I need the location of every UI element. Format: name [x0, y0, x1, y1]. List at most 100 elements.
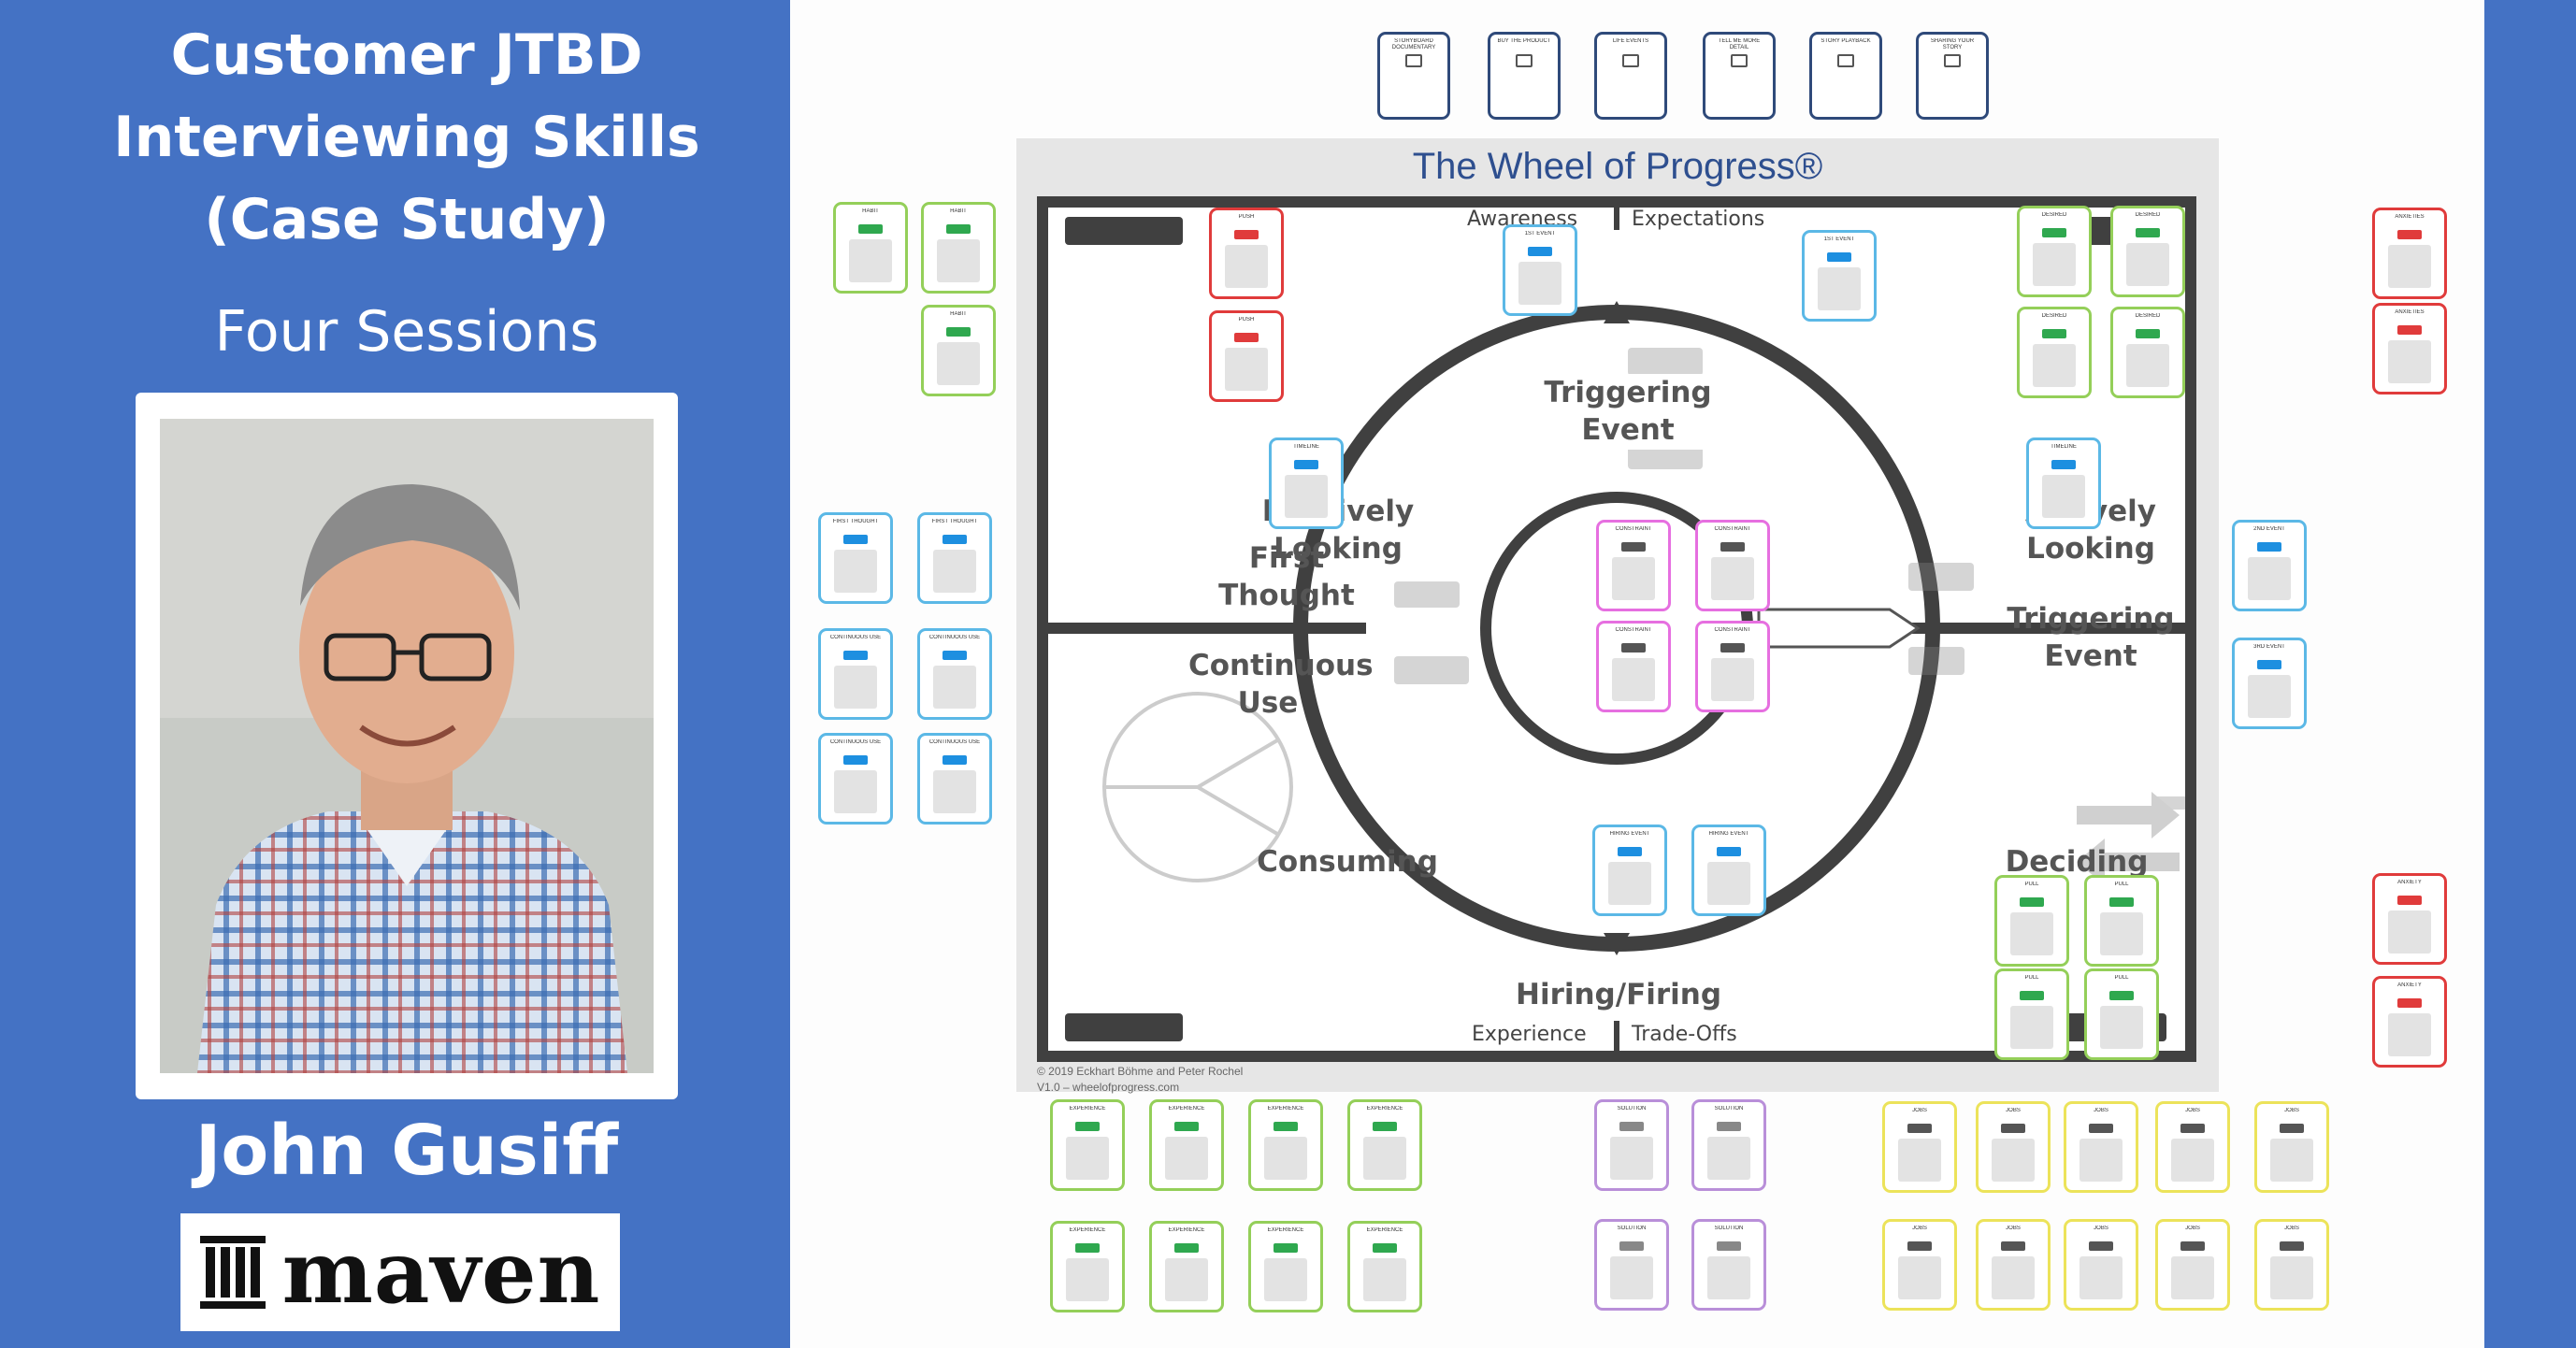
card-icon [1373, 1122, 1397, 1131]
jobs-card[interactable]: JOBS [2254, 1101, 2329, 1193]
navy-card[interactable]: LIFE EVENTS [1594, 32, 1667, 120]
card-content [1824, 73, 1867, 107]
first-thought-card[interactable]: FIRST THOUGHT [818, 512, 893, 604]
experience-card[interactable]: EXPERIENCE [1248, 1221, 1323, 1312]
card-icon [2397, 325, 2422, 335]
card-icon [1907, 1241, 1932, 1251]
card-title: JOBS [2284, 1108, 2299, 1113]
navy-card[interactable]: SHARING YOUR STORY [1916, 32, 1989, 120]
timeline-card[interactable]: TIMELINE [2026, 437, 2101, 529]
desired-card[interactable]: DESIRED [2017, 307, 2092, 398]
pull-card[interactable]: PULL [1994, 875, 2069, 967]
continuous-use-card[interactable]: CONTINUOUS USE [818, 733, 893, 825]
anxiety-card[interactable]: ANXIETY [2372, 976, 2447, 1068]
card-title: JOBS [2006, 1108, 2021, 1113]
navy-card[interactable]: TELL ME MORE DETAIL [1703, 32, 1776, 120]
constraint-card[interactable]: CONSTRAINT [1695, 621, 1770, 712]
constraint-card[interactable]: CONSTRAINT [1596, 621, 1671, 712]
solution-card[interactable]: SOLUTION [1691, 1219, 1766, 1311]
card-content [2248, 557, 2291, 600]
timeline-card[interactable]: TIMELINE [1269, 437, 1344, 529]
jobs-card[interactable]: JOBS [2064, 1219, 2138, 1311]
card-icon [946, 327, 971, 337]
card-content [1818, 267, 1861, 310]
push-card[interactable]: PUSH [1209, 310, 1284, 402]
jobs-card[interactable]: JOBS [2064, 1101, 2138, 1193]
anxiety-card[interactable]: ANXIETY [2372, 873, 2447, 965]
experience-card[interactable]: EXPERIENCE [1347, 1221, 1422, 1312]
experience-card[interactable]: EXPERIENCE [1050, 1221, 1125, 1312]
stage-label-hiring-firing: Hiring/Firing [1516, 976, 1721, 1014]
jobs-card[interactable]: JOBS [2155, 1101, 2230, 1193]
continuous-use-card[interactable]: CONTINUOUS USE [917, 733, 992, 825]
event-card[interactable]: 3RD EVENT [2232, 638, 2307, 729]
push-card[interactable]: PUSH [1209, 208, 1284, 299]
jobs-card[interactable]: JOBS [2254, 1219, 2329, 1311]
solution-card[interactable]: SOLUTION [1594, 1099, 1669, 1191]
jobs-card[interactable]: JOBS [1882, 1101, 1957, 1193]
jobs-card[interactable]: JOBS [1976, 1101, 2051, 1193]
card-title: CONSTRAINT [1615, 627, 1652, 633]
pull-card[interactable]: PULL [2084, 875, 2159, 967]
experience-card[interactable]: EXPERIENCE [1149, 1099, 1224, 1191]
experience-card[interactable]: EXPERIENCE [1347, 1099, 1422, 1191]
habit-card[interactable]: HABIT [921, 305, 996, 396]
card-content [2126, 344, 2169, 387]
card-title: CONTINUOUS USE [829, 635, 882, 640]
card-title: HABIT [862, 208, 879, 214]
card-title: EXPERIENCE [1366, 1227, 1403, 1233]
wheel-copyright: © 2019 Eckhart Böhme and Peter Rochel V1… [1037, 1064, 1243, 1096]
card-icon [1907, 1124, 1932, 1133]
card-content [1610, 1256, 1653, 1299]
solution-card[interactable]: SOLUTION [1594, 1219, 1669, 1311]
hiring-event-card[interactable]: HIRING EVENT [1691, 825, 1766, 916]
first-thought-card[interactable]: FIRST THOUGHT [917, 512, 992, 604]
continuous-use-card[interactable]: CONTINUOUS USE [818, 628, 893, 720]
pull-card[interactable]: PULL [1994, 968, 2069, 1060]
card-title: PULL [2114, 882, 2129, 887]
jobs-card[interactable]: JOBS [1882, 1219, 1957, 1311]
anxiety-card[interactable]: ANXIETIES [2372, 303, 2447, 394]
wheel-copyright-line-1: © 2019 Eckhart Böhme and Peter Rochel [1037, 1065, 1244, 1078]
jobs-card[interactable]: JOBS [2155, 1219, 2230, 1311]
card-content [834, 770, 877, 813]
card-content [933, 770, 976, 813]
card-icon [2136, 228, 2160, 237]
card-title: TIMELINE [2051, 444, 2077, 450]
habit-card[interactable]: HABIT [833, 202, 908, 294]
navy-card[interactable]: STORYBOARD DOCUMENTARY [1377, 32, 1450, 120]
card-icon [1234, 230, 1259, 239]
event-card[interactable]: 1ST EVENT [1503, 224, 1577, 316]
card-icon [2136, 329, 2160, 338]
desired-card[interactable]: DESIRED [2017, 206, 2092, 297]
event-card[interactable]: 2ND EVENT [2232, 520, 2307, 611]
card-icon [1618, 847, 1642, 856]
card-content [1609, 73, 1652, 107]
habit-card[interactable]: HABIT [921, 202, 996, 294]
constraint-card[interactable]: CONSTRAINT [1596, 520, 1671, 611]
navy-card[interactable]: STORY PLAYBACK [1809, 32, 1882, 120]
solution-card[interactable]: SOLUTION [1691, 1099, 1766, 1191]
card-icon [2397, 998, 2422, 1008]
card-title: 1ST EVENT [1524, 231, 1556, 237]
navy-card[interactable]: BUY THE PRODUCT [1488, 32, 1561, 120]
desired-card[interactable]: DESIRED [2110, 206, 2185, 297]
experience-card[interactable]: EXPERIENCE [1149, 1221, 1224, 1312]
event-card[interactable]: 1ST EVENT [1802, 230, 1877, 322]
card-content [933, 666, 976, 709]
anxiety-card[interactable]: ANXIETIES [2372, 208, 2447, 299]
experience-card[interactable]: EXPERIENCE [1248, 1099, 1323, 1191]
jobs-card[interactable]: JOBS [1976, 1219, 2051, 1311]
stage-label-triggering-event-right: Triggering Event [2007, 602, 2175, 674]
card-title: 3RD EVENT [2253, 644, 2285, 650]
continuous-use-card[interactable]: CONTINUOUS USE [917, 628, 992, 720]
pull-card[interactable]: PULL [2084, 968, 2159, 1060]
maven-logo: maven [180, 1213, 620, 1331]
constraint-card[interactable]: CONSTRAINT [1695, 520, 1770, 611]
card-icon [1717, 1241, 1741, 1251]
experience-card[interactable]: EXPERIENCE [1050, 1099, 1125, 1191]
card-title: CONSTRAINT [1615, 526, 1652, 532]
card-title: SOLUTION [1714, 1106, 1744, 1111]
desired-card[interactable]: DESIRED [2110, 307, 2185, 398]
hiring-event-card[interactable]: HIRING EVENT [1592, 825, 1667, 916]
